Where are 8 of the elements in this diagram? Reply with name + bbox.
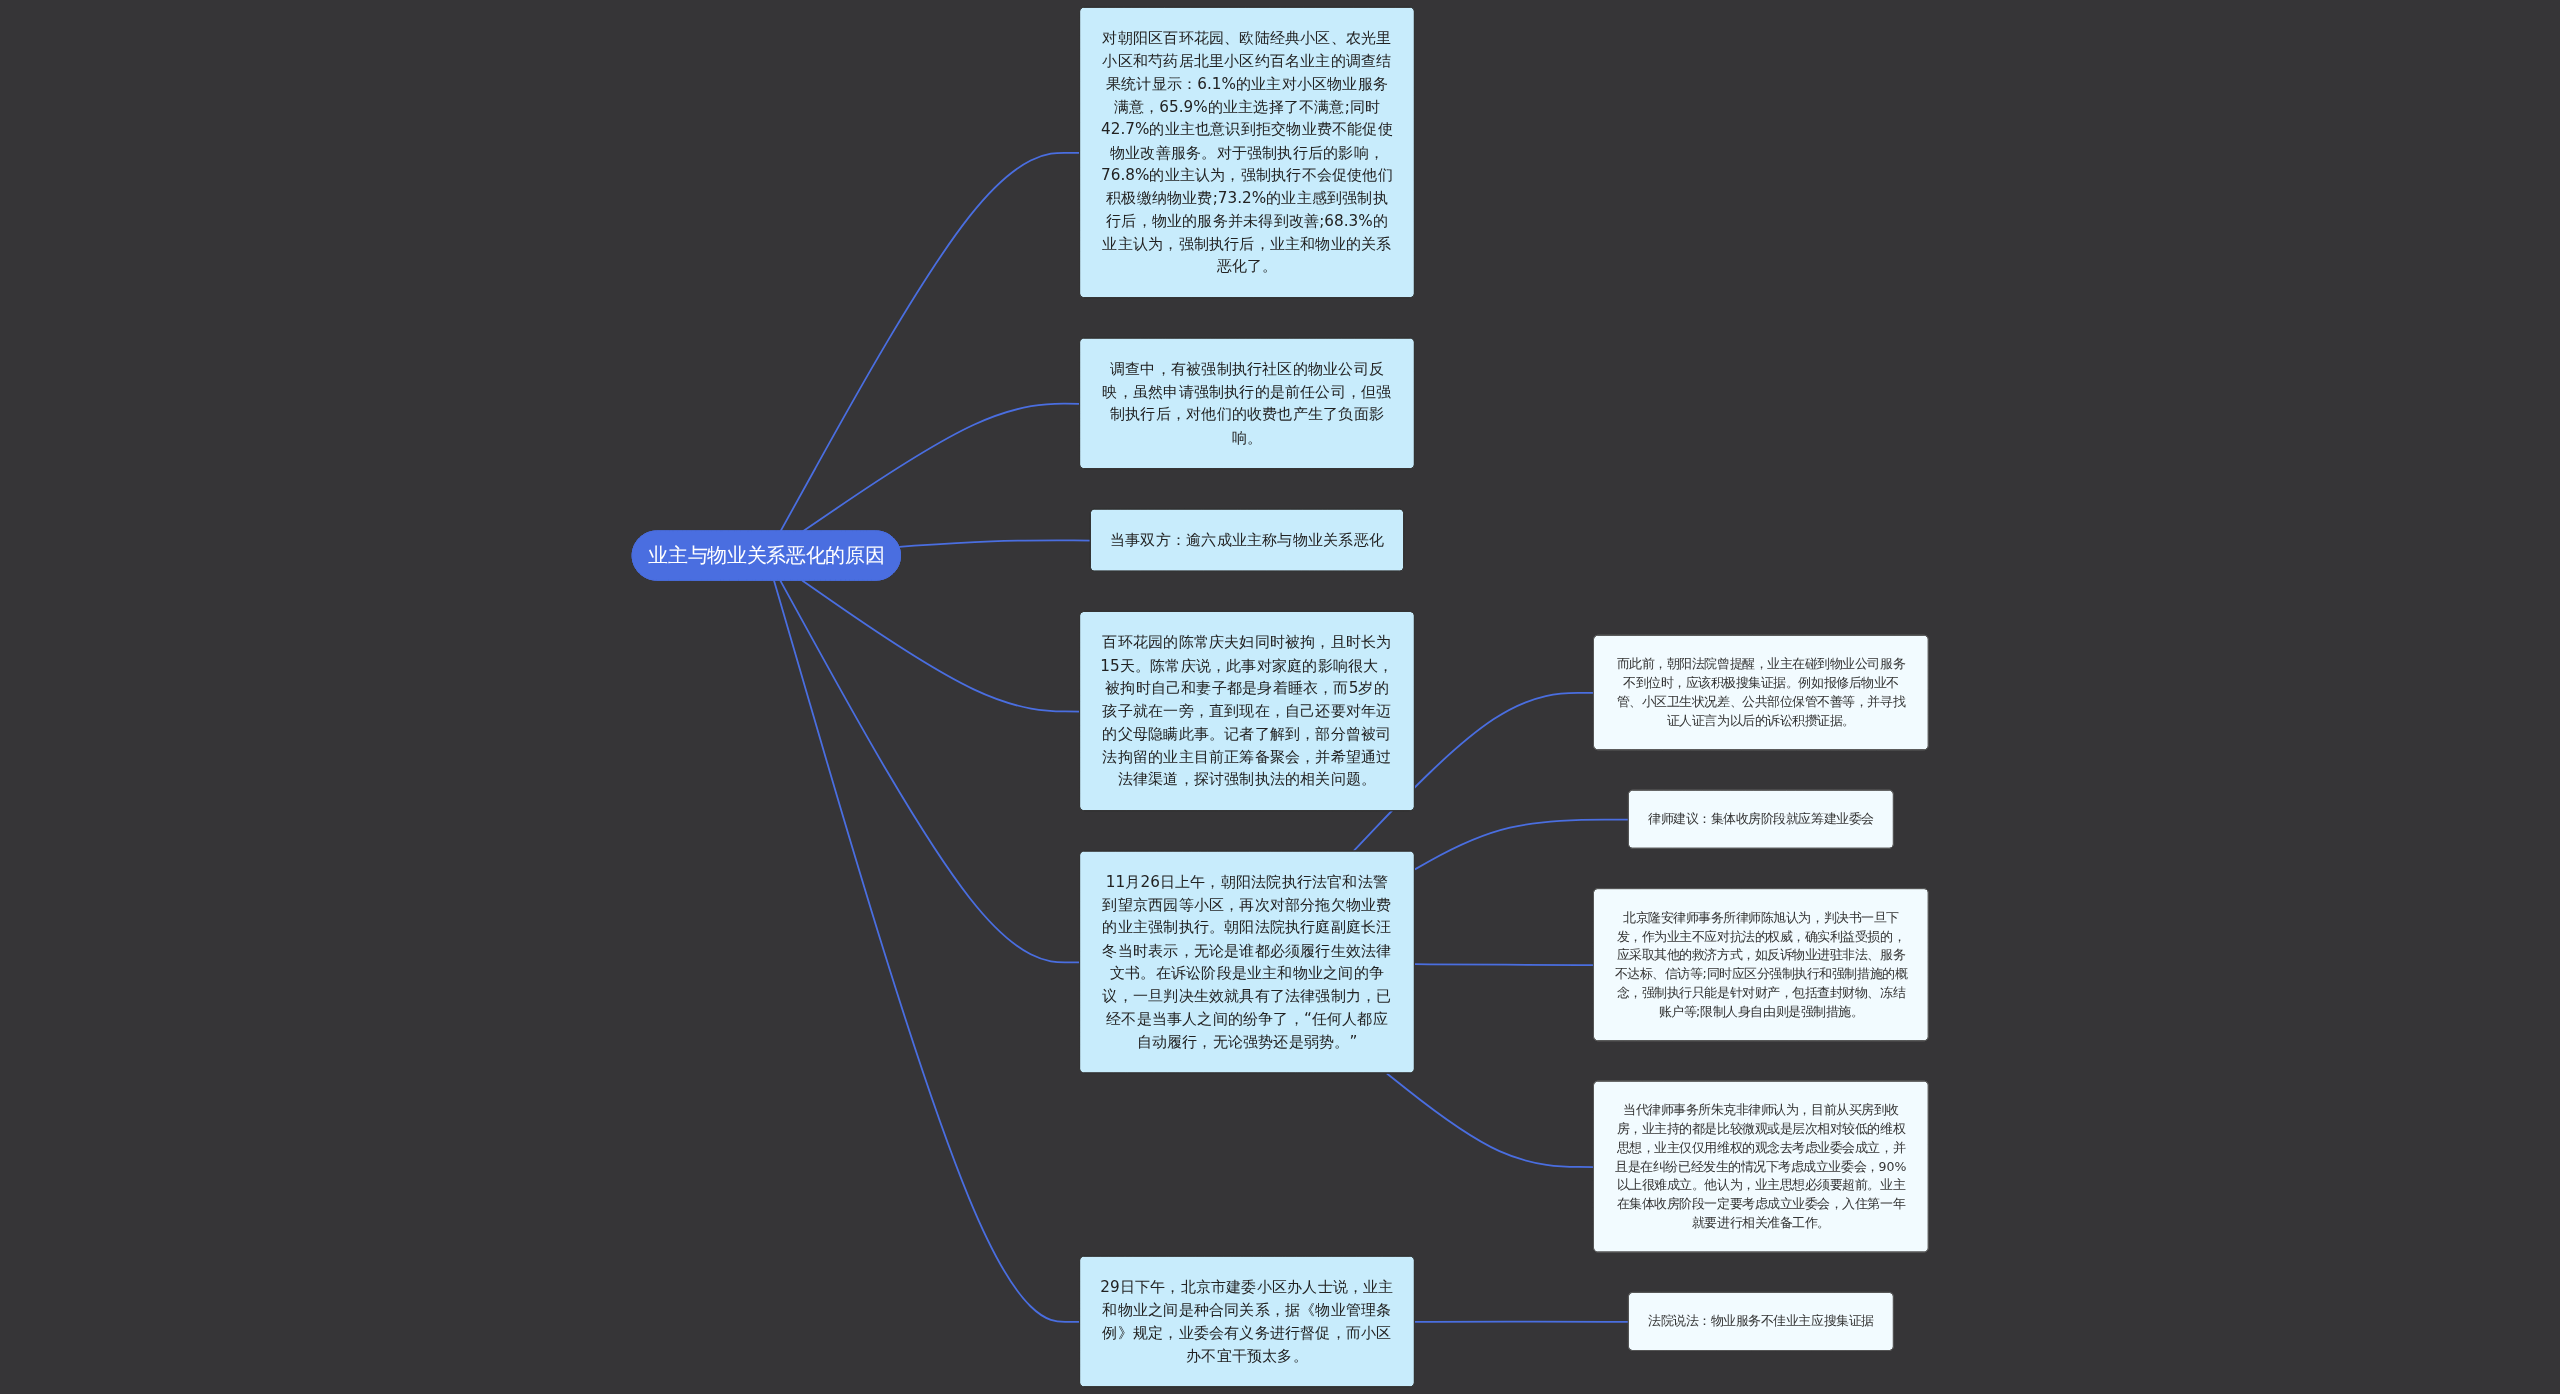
connector	[772, 579, 1081, 1323]
connector	[1385, 1072, 1595, 1168]
connector	[1413, 963, 1595, 967]
connector	[779, 579, 1081, 964]
connector	[1413, 818, 1630, 871]
connector	[1413, 1320, 1630, 1323]
connector	[898, 539, 1092, 548]
connector	[801, 579, 1081, 713]
